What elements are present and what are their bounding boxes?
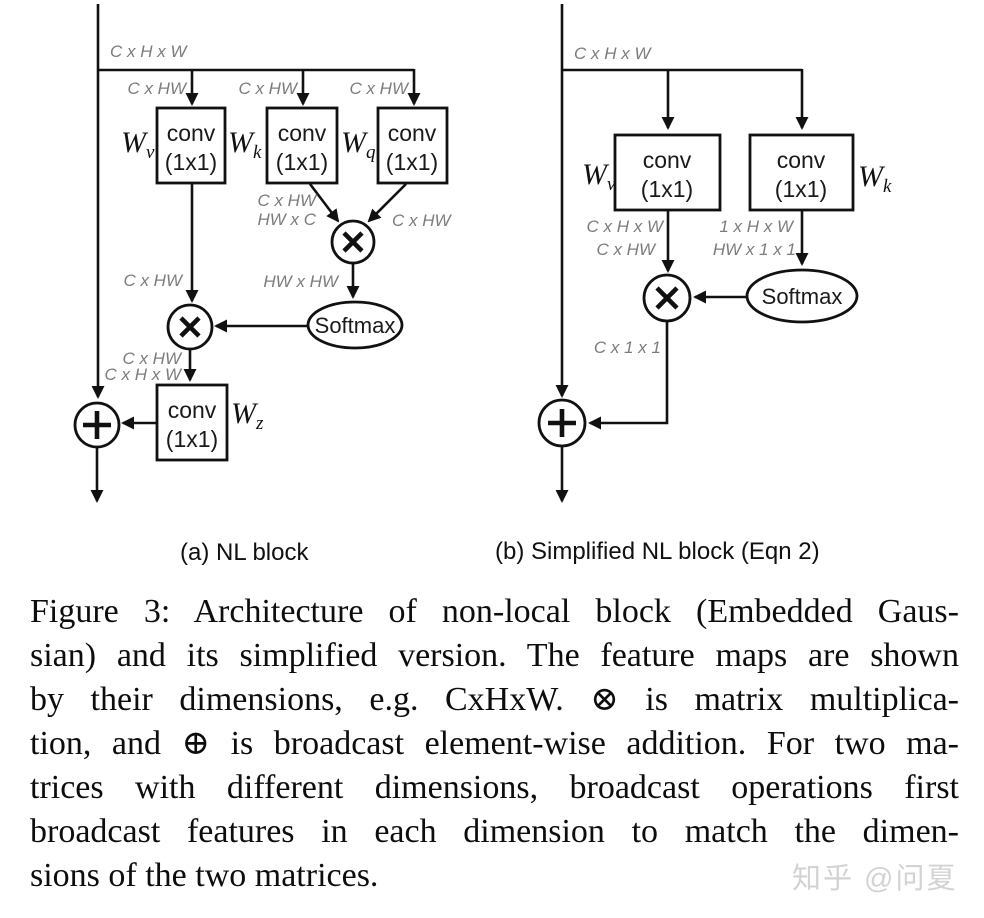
- conv-box-k-b-line2: (1x1): [775, 176, 827, 202]
- conv-box-k-b: [748, 133, 855, 212]
- conv-box-z-a-line1: conv: [168, 397, 217, 423]
- caption-line-2: sian) and its simplified version. The fe…: [30, 637, 959, 674]
- conv-box-v-a-line2: (1x1): [165, 149, 217, 175]
- dim-label-attention-a: HW x HW: [263, 272, 340, 291]
- diagram-a-nl-block: C x H x W C x HW C x HW C x HW conv (1x1…: [73, 4, 453, 503]
- conv-box-q-a-line1: conv: [388, 120, 437, 146]
- weight-label-wv-a: Wv: [121, 126, 155, 163]
- weight-label-wq-a: Wq: [341, 126, 376, 163]
- add-icon-b: [537, 398, 587, 448]
- conv-box-q-a-line2: (1x1): [386, 149, 438, 175]
- architecture-diagrams: C x H x W C x HW C x HW C x HW conv (1x1…: [73, 4, 892, 503]
- add-icon: [73, 401, 121, 449]
- conv-box-k-a-line1: conv: [278, 120, 327, 146]
- conv-box-v-a: [155, 106, 227, 185]
- caption-line-6: broadcast features in each dimension to …: [30, 813, 959, 850]
- matmul-icon-b: [642, 273, 692, 323]
- caption-line-3: by their dimensions, e.g. CxHxW. ⊗ is ma…: [30, 681, 959, 718]
- dim-label-kq2-a: HW x C: [257, 210, 316, 229]
- matmul2-icon: [166, 303, 214, 351]
- conv-box-z-a: [155, 383, 229, 462]
- caption-line-1: Figure 3: Architecture of non-local bloc…: [30, 593, 959, 630]
- figure-caption: Figure 3: Architecture of non-local bloc…: [30, 590, 959, 898]
- weight-label-wz-a: Wz: [231, 397, 264, 434]
- conv-box-k-a: [265, 106, 339, 185]
- dim-label-kout1-b: 1 x H x W: [719, 217, 795, 236]
- q-to-matmul-arrow-a: [367, 183, 407, 223]
- dim-label-branch-v-a: C x HW: [127, 79, 188, 98]
- dim-label-input-a: C x H x W: [110, 42, 188, 61]
- dim-label-zin1-a: C x HW: [122, 349, 183, 368]
- subcaption-a: (a) NL block: [180, 539, 309, 566]
- conv-box-v-b: [613, 133, 722, 212]
- conv-box-k-a-line2: (1x1): [276, 149, 328, 175]
- matmul-icon: [330, 219, 376, 265]
- dim-label-qout-a: C x HW: [392, 211, 453, 230]
- conv-box-v-b-line1: conv: [643, 147, 692, 173]
- dim-label-branch-k-a: C x HW: [238, 79, 299, 98]
- dim-label-vout1-b: C x H x W: [587, 217, 665, 236]
- conv-box-k-b-line1: conv: [777, 147, 826, 173]
- weight-label-wv-b: Wv: [582, 158, 616, 195]
- diagram-b-simplified-nl-block: C x H x W conv (1x1) conv (1x1) Wv Wk C …: [537, 4, 892, 503]
- softmax-label-b: Softmax: [762, 284, 843, 309]
- subcaption-b: (b) Simplified NL block (Eqn 2): [495, 538, 820, 565]
- k-to-matmul-arrow-a: [308, 183, 340, 223]
- conv-box-z-a-line2: (1x1): [166, 426, 218, 452]
- dim-label-vout2-b: C x HW: [596, 240, 657, 259]
- dim-label-branch-q-a: C x HW: [349, 79, 410, 98]
- conv-box-v-a-line1: conv: [167, 120, 216, 146]
- conv-box-v-b-line2: (1x1): [641, 176, 693, 202]
- dim-label-kout2-b: HW x 1 x 1: [713, 240, 796, 259]
- softmax-node-b: [745, 268, 859, 324]
- watermark: 知乎 @问夏: [792, 863, 958, 895]
- caption-line-5: trices with different dimensions, broadc…: [30, 769, 959, 806]
- dim-label-vout-a: C x HW: [123, 271, 184, 290]
- weight-label-wk-a: Wk: [228, 126, 262, 163]
- softmax-label-a: Softmax: [315, 313, 396, 338]
- matmul-to-add-path-b: [588, 322, 669, 430]
- dim-label-zin2-a: C x H x W: [105, 365, 183, 384]
- conv-box-q-a: [376, 106, 449, 185]
- dim-label-input-b: C x H x W: [574, 44, 652, 63]
- softmax-node-a: [306, 300, 404, 350]
- caption-line-7: sions of the two matrices.: [30, 857, 379, 894]
- weight-label-wk-b: Wk: [858, 160, 892, 197]
- dim-label-kq1-a: C x HW: [257, 191, 318, 210]
- caption-line-4: tion, and ⊕ is broadcast element-wise ad…: [30, 725, 959, 762]
- dim-label-out-b: C x 1 x 1: [594, 338, 661, 357]
